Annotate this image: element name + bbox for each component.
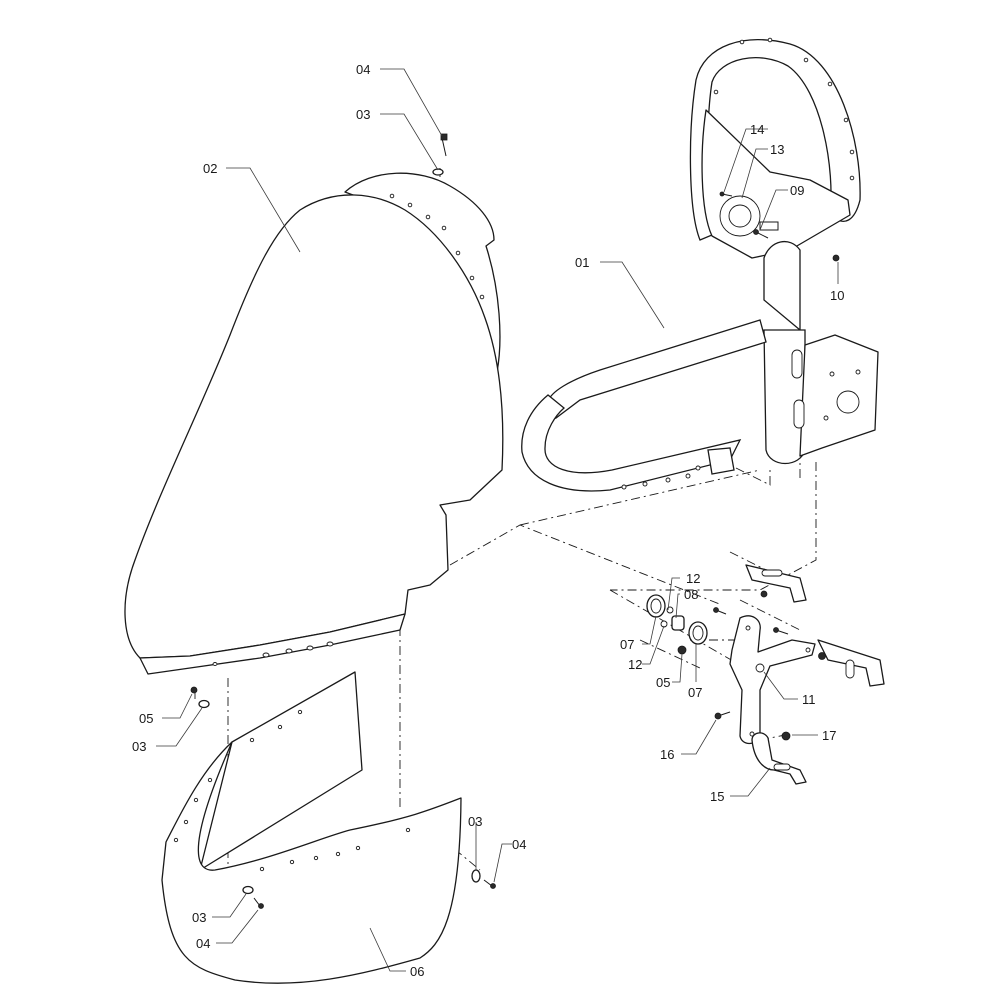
- callout-04-bottom: 04: [196, 936, 210, 951]
- callout-05-center: 05: [656, 675, 670, 690]
- callout-03-top: 03: [356, 107, 370, 122]
- callout-07-right: 07: [688, 685, 702, 700]
- callout-04-top: 04: [356, 62, 370, 77]
- callout-01: 01: [575, 255, 589, 270]
- flap-holes: [173, 709, 411, 872]
- callout-02: 02: [203, 161, 217, 176]
- callout-13: 13: [770, 142, 784, 157]
- callout-12-left: 12: [628, 657, 642, 672]
- callout-16: 16: [660, 747, 674, 762]
- part-06-mud-flap: [161, 671, 462, 984]
- callout-04-right: 04: [512, 837, 526, 852]
- callout-06: 06: [410, 964, 424, 979]
- flange-holes: [389, 193, 485, 300]
- callout-03-left: 03: [132, 739, 146, 754]
- part-02-fender-cover: [124, 172, 504, 675]
- part-bracket-top: [745, 564, 807, 603]
- callout-08: 08: [684, 587, 698, 602]
- callout-11: 11: [802, 692, 816, 707]
- part-bracket-right: [817, 639, 885, 687]
- hardware: [190, 133, 840, 909]
- leader-lines: [156, 68, 839, 972]
- skirt-holes: [212, 641, 334, 666]
- callout-03-right: 03: [468, 814, 482, 829]
- frame-holes: [621, 37, 861, 490]
- callout-14: 14: [750, 122, 764, 137]
- callout-10: 10: [830, 288, 844, 303]
- callout-03-bottom: 03: [192, 910, 206, 925]
- part-15-bracket: [751, 732, 807, 785]
- callout-07-left: 07: [620, 637, 634, 652]
- callout-05-left: 05: [139, 711, 153, 726]
- part-01-tube-frame: [521, 37, 879, 492]
- callout-17: 17: [822, 728, 836, 743]
- callout-labels: 01 02 03 04 05 03 03 04 03 04 06 07 07 0…: [132, 62, 844, 979]
- callout-12-top: 12: [686, 571, 700, 586]
- callout-09: 09: [790, 183, 804, 198]
- part-11-mounting-plate: [729, 615, 816, 745]
- callout-15: 15: [710, 789, 724, 804]
